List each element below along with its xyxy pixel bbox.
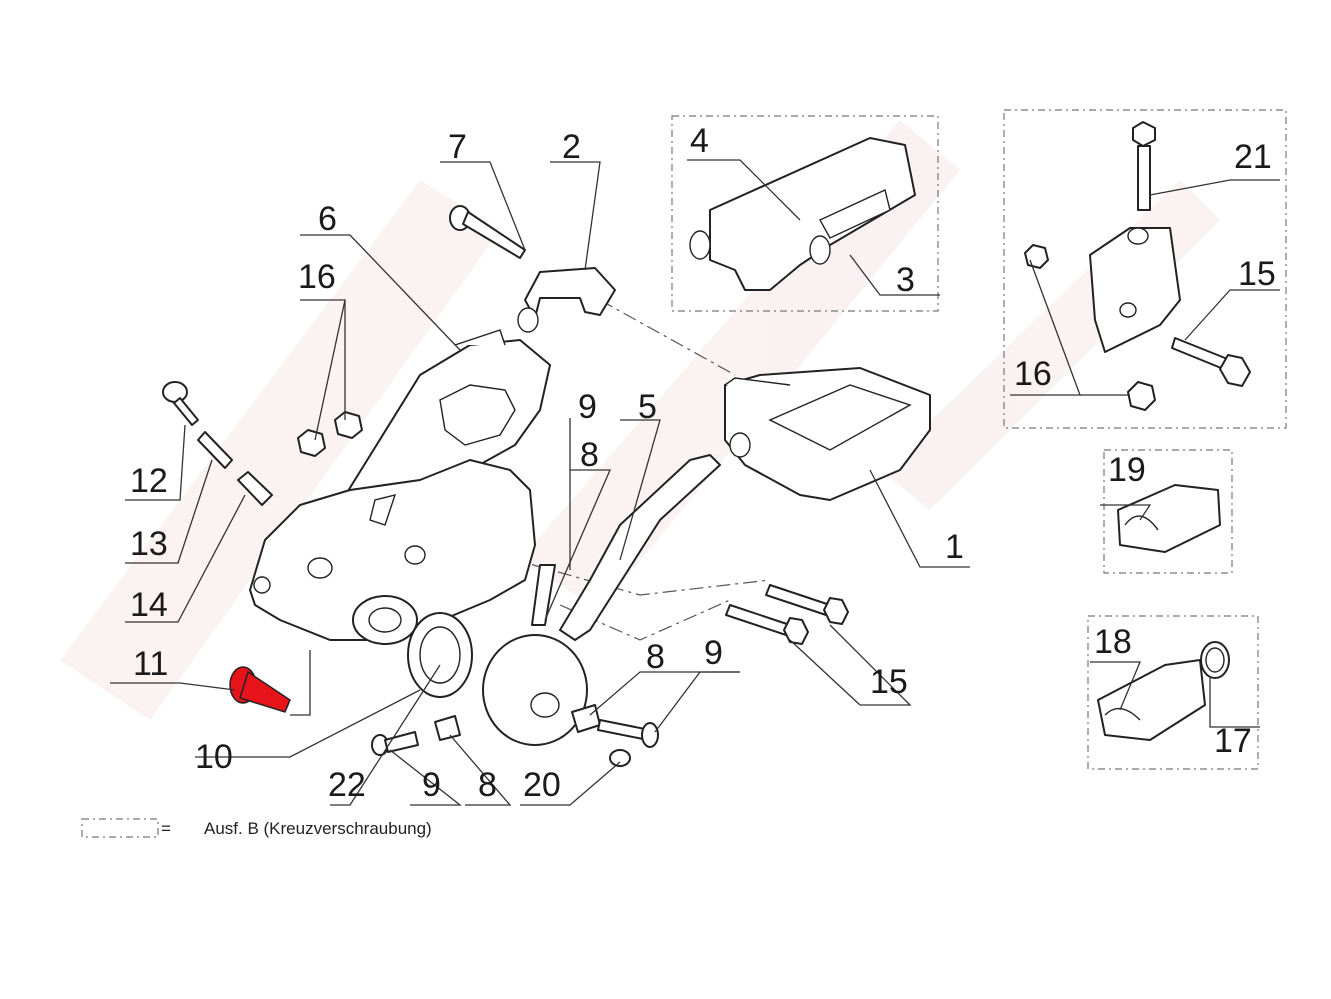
- label-15-right: 15: [1238, 255, 1276, 293]
- label-4: 4: [690, 122, 709, 160]
- label-8-top: 8: [580, 436, 599, 474]
- label-9-top: 9: [578, 388, 597, 426]
- part-19-saddle: [1117, 484, 1221, 553]
- label-17: 17: [1214, 722, 1252, 760]
- legend: = Ausf. B (Kreuzverschraubung): [81, 818, 432, 838]
- part-20-clip: [609, 749, 631, 767]
- part-12-screw: [162, 381, 199, 426]
- group-box-17-18: [1087, 615, 1259, 770]
- legend-dashed-swatch: [81, 818, 159, 838]
- part-number-labels: 7 2 4 3 21 15 16 6 16 12 13 14 11 10 1 9…: [130, 122, 1276, 804]
- legend-text: Ausf. B (Kreuzverschraubung): [204, 819, 432, 838]
- label-5: 5: [638, 388, 657, 426]
- part-2-bracket: [517, 267, 616, 333]
- part-4-clip: [689, 137, 916, 291]
- assembly-line-b1: [599, 299, 736, 376]
- label-15-center: 15: [870, 663, 908, 701]
- label-12: 12: [130, 462, 168, 500]
- assembly-line-b2: [479, 549, 771, 596]
- label-21: 21: [1234, 138, 1272, 176]
- part-15-bolt-right: [1171, 337, 1251, 387]
- label-20: 20: [523, 766, 561, 804]
- group-box-15-16-21: [1003, 109, 1287, 429]
- part-11-pin-highlighted[interactable]: [229, 666, 291, 713]
- label-10: 10: [195, 738, 233, 776]
- label-6: 6: [318, 200, 337, 238]
- label-16-left: 16: [298, 258, 336, 296]
- part-hanger-plate: [1089, 227, 1181, 353]
- label-11: 11: [133, 645, 168, 683]
- label-19: 19: [1108, 451, 1146, 489]
- part-housing: [249, 459, 536, 645]
- label-2: 2: [562, 128, 581, 166]
- part-15-bolts-center: [725, 584, 849, 645]
- legend-equals: =: [161, 819, 171, 838]
- part-18-clamp: [1097, 659, 1206, 741]
- label-16-right: 16: [1014, 355, 1052, 393]
- group-box-19: [1103, 449, 1233, 574]
- leader-lines: [110, 159, 1280, 806]
- part-9-bolt-top: [531, 564, 556, 626]
- label-9-bottom: 9: [422, 766, 441, 804]
- label-7: 7: [448, 128, 467, 166]
- label-14: 14: [130, 586, 168, 624]
- part-13-spring: [197, 431, 233, 469]
- part-7-bolt: [449, 205, 526, 259]
- part-22-disc: [407, 612, 473, 698]
- label-9-right: 9: [704, 634, 723, 672]
- label-22: 22: [328, 766, 366, 804]
- part-5-crank: [482, 454, 721, 746]
- part-9-bolt-right: [597, 719, 659, 748]
- part-14-bush: [237, 471, 273, 506]
- part-16-nuts-left: [297, 411, 363, 457]
- label-1: 1: [945, 528, 964, 566]
- part-21-bolt: [1132, 121, 1156, 211]
- part-8-bushing-bottom: [434, 715, 461, 741]
- label-13: 13: [130, 525, 168, 563]
- label-3: 3: [896, 261, 915, 299]
- label-8-right: 8: [646, 638, 665, 676]
- part-1-tray: [724, 367, 931, 501]
- part-17-ring: [1200, 641, 1230, 679]
- label-8-bottom: 8: [478, 766, 497, 804]
- label-18: 18: [1094, 623, 1132, 661]
- group-box-3-4: [671, 115, 939, 312]
